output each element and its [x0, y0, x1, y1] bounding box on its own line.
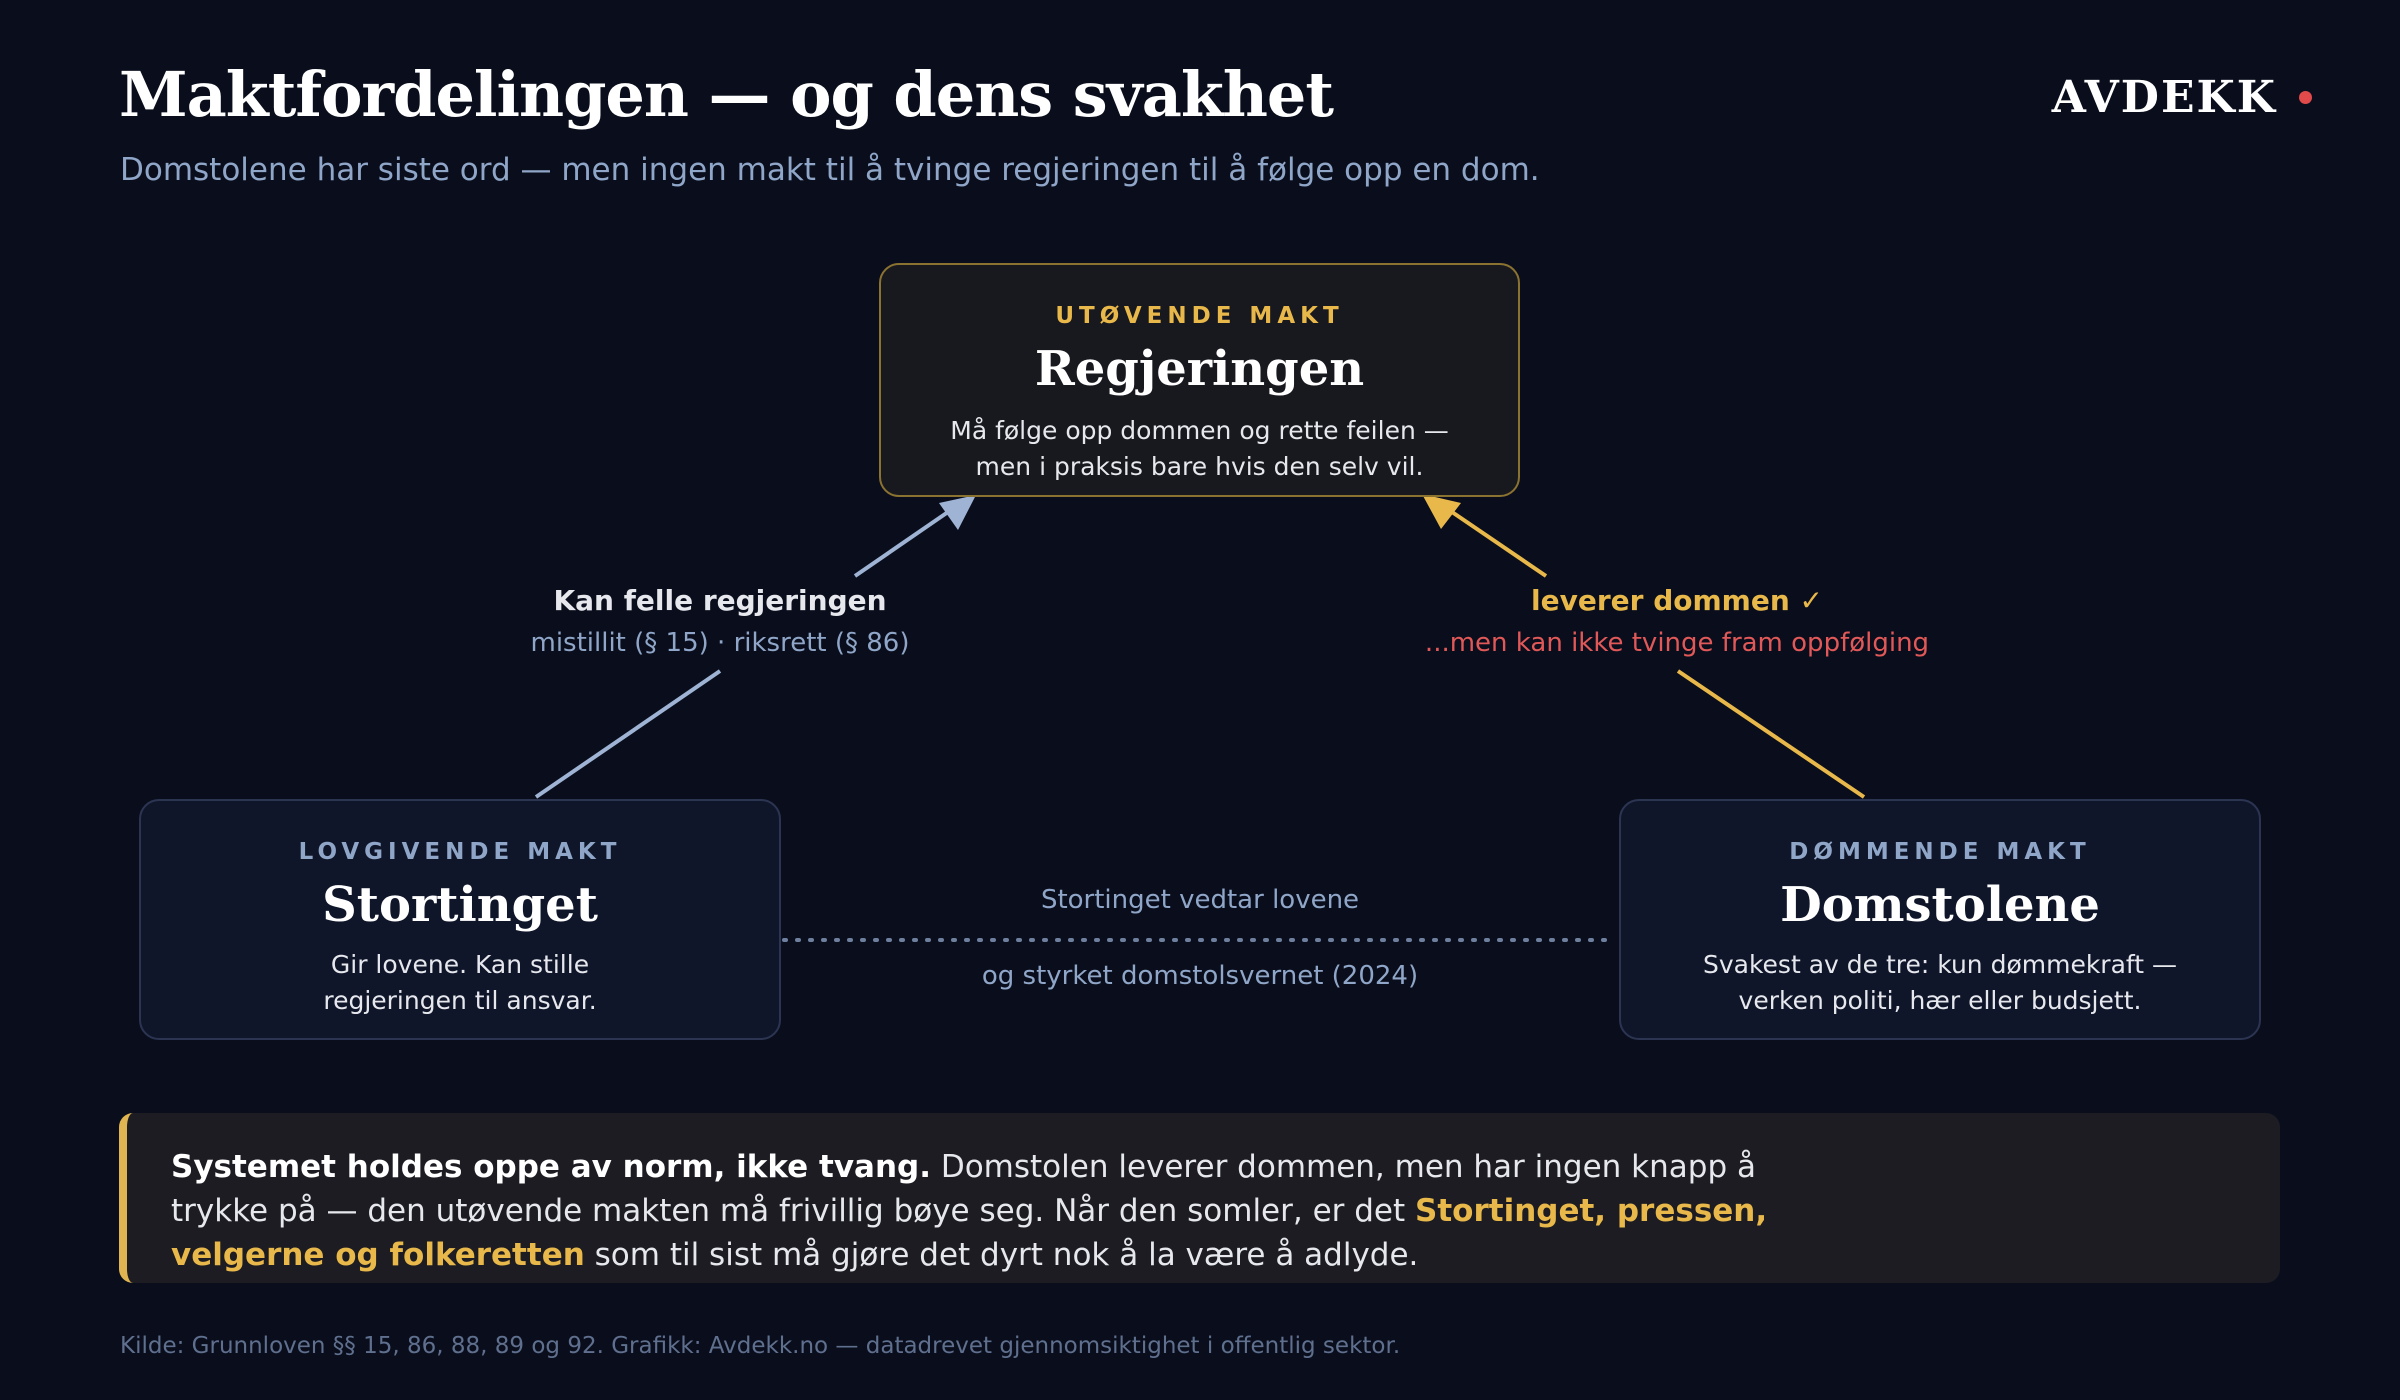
callout-lead: Systemet holdes oppe av norm, ikke tvang…: [171, 1149, 931, 1185]
edge-legislative-executive-detail: mistillit (§ 15) · riksrett (§ 86): [530, 628, 910, 658]
callout-text: Systemet holdes oppe av norm, ikke tvang…: [171, 1145, 1771, 1277]
edge-legislative-executive-title: Kan felle regjeringen: [553, 584, 887, 617]
node-legislative-label: LOVGIVENDE MAKT: [298, 839, 622, 865]
node-judicial: DØMMENDE MAKT Domstolene Svakest av de t…: [1619, 799, 2261, 1040]
node-legislative-desc-line2: regjeringen til ansvar.: [323, 986, 597, 1015]
callout-box: Systemet holdes oppe av norm, ikke tvang…: [119, 1113, 2280, 1283]
callout-highlight: Stortinget, pressen, velgerne og folkere…: [171, 1193, 1768, 1273]
node-judicial-desc-line1: Svakest av de tre: kun dømmekraft —: [1702, 950, 2178, 979]
node-judicial-label: DØMMENDE MAKT: [1789, 839, 2091, 865]
edge-judicial-executive-lower: [1676, 669, 1866, 799]
edge-legislative-executive-upper: [853, 510, 950, 578]
node-executive-desc-line1: Må følge opp dommen og rette feilen —: [950, 416, 1449, 445]
edge-judicial-executive-title: leverer dommen ✓: [1531, 584, 1823, 617]
brand-dot-icon: [2299, 91, 2312, 104]
source-footer: Kilde: Grunnloven §§ 15, 86, 88, 89 og 9…: [120, 1333, 1401, 1359]
node-executive: UTØVENDE MAKT Regjeringen Må følge opp d…: [879, 263, 1520, 497]
arrowhead-gold-icon: [1422, 494, 1461, 529]
node-executive-desc-line2: men i praksis bare hvis den selv vil.: [975, 452, 1424, 481]
page-subtitle: Domstolene har siste ord — men ingen mak…: [120, 152, 1540, 188]
arrowhead-blue-icon: [939, 495, 976, 530]
node-judicial-desc-line2: verken politi, hær eller budsjett.: [1738, 986, 2142, 1015]
node-legislative-desc: Gir lovene. Kan stille regjeringen til a…: [141, 947, 779, 1019]
node-executive-desc: Må følge opp dommen og rette feilen — me…: [881, 413, 1518, 485]
node-executive-name: Regjeringen: [1034, 341, 1365, 397]
node-judicial-name: Domstolene: [1780, 877, 2100, 933]
edge-legislative-judicial-line1: Stortinget vedtar lovene: [1040, 885, 1360, 915]
node-legislative: LOVGIVENDE MAKT Stortinget Gir lovene. K…: [139, 799, 781, 1040]
brand-logo: AVDEKK: [2052, 72, 2312, 123]
edge-legislative-executive-lower: [534, 669, 722, 799]
callout-text-part2: som til sist må gjøre det dyrt nok å la …: [584, 1237, 1419, 1273]
node-legislative-name: Stortinget: [322, 877, 598, 933]
edge-legislative-judicial-line2: og styrket domstolsvernet (2024): [981, 961, 1419, 991]
edge-judicial-executive-upper: [1450, 510, 1548, 578]
node-legislative-desc-line1: Gir lovene. Kan stille: [330, 950, 590, 979]
edge-judicial-executive-detail: ...men kan ikke tvinge fram oppfølging: [1424, 628, 1930, 658]
node-executive-label: UTØVENDE MAKT: [1055, 303, 1344, 329]
node-judicial-desc: Svakest av de tre: kun dømmekraft — verk…: [1621, 947, 2259, 1019]
brand-name: AVDEKK: [2051, 72, 2277, 123]
callout-text-part1: Domstolen leverer dommen, men har ingen …: [171, 1149, 1756, 1229]
page-title: Maktfordelingen — og dens svakhet: [119, 58, 1334, 131]
